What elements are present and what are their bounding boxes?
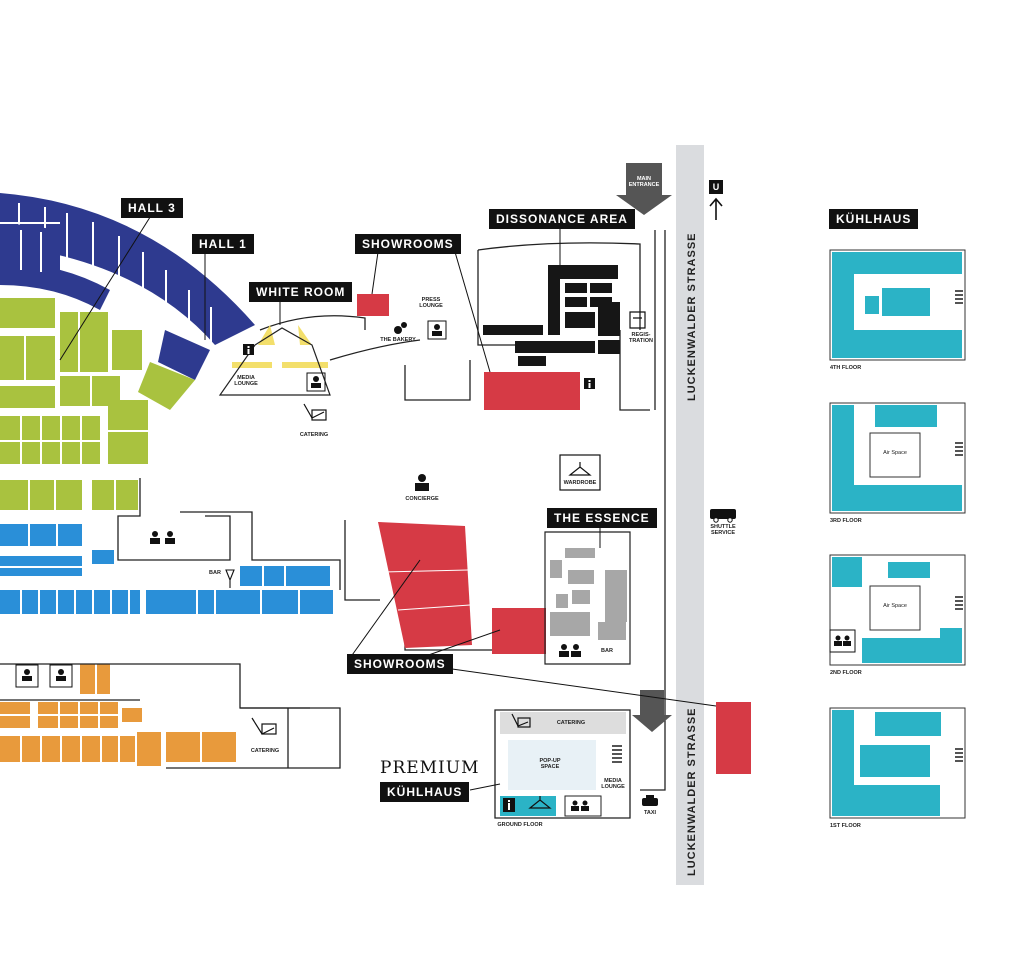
showrooms-red <box>357 294 751 774</box>
shuttle-icon <box>710 509 736 523</box>
person-icon <box>49 664 73 688</box>
essence-area <box>550 548 627 640</box>
air-space-3-label: Air Space <box>883 450 907 456</box>
u-bahn-sign-bg <box>709 180 723 194</box>
floor-2-label: 2ND FLOOR <box>830 670 862 676</box>
kuhlhaus-ground-floor <box>500 712 626 817</box>
catering-icon <box>251 717 277 735</box>
label-the-essence: THE ESSENCE <box>547 508 657 528</box>
hall-green-area <box>0 298 195 510</box>
group-icon <box>829 629 856 653</box>
media-lounge-top-label: MEDIA LOUNGE <box>234 375 258 387</box>
label-hall3: HALL 3 <box>121 198 183 218</box>
label-hall1: HALL 1 <box>192 234 254 254</box>
media-lounge-bottom-label: MEDIA LOUNGE <box>601 778 625 790</box>
building-outlines <box>0 230 666 819</box>
concierge-label: CONCIERGE <box>405 496 439 502</box>
bar-icon <box>225 569 235 588</box>
wardrobe-label: WARDROBE <box>563 480 597 486</box>
catering-icon <box>303 403 327 421</box>
info-icon <box>243 344 254 355</box>
floor-1-label: 1ST FLOOR <box>830 823 861 829</box>
kuhlhaus-2nd-floor <box>829 554 966 666</box>
main-entrance-arrow <box>616 163 672 215</box>
press-lounge-label: PRESS LOUNGE <box>419 297 443 309</box>
ground-floor-label: GROUND FLOOR <box>497 822 543 828</box>
taxi-icon <box>642 795 658 806</box>
registration-label: REGIS-TRATION <box>628 332 654 344</box>
person-icon <box>427 320 447 340</box>
kuhlhaus-1st-floor <box>829 707 966 819</box>
person-icon <box>306 372 326 392</box>
street-name-bottom: LUCKENWALDER STRASSE <box>686 707 698 876</box>
label-kuhlhaus-bottom: KÜHLHAUS <box>380 782 470 802</box>
floor-3-label: 3RD FLOOR <box>830 518 862 524</box>
group-icon <box>559 644 581 657</box>
info-icon <box>584 378 595 389</box>
hall3-area <box>0 193 255 345</box>
kuhlhaus-3rd-floor <box>829 402 966 514</box>
popup-space-label: POP-UP SPACE <box>539 758 561 770</box>
catering-kuhlhaus-label: CATERING <box>556 720 586 726</box>
catering-top-label: CATERING <box>299 432 329 438</box>
u-bahn-arrow-icon <box>709 197 723 220</box>
label-kuhlhaus-top: KÜHLHAUS <box>829 209 919 229</box>
group-icon <box>571 800 589 811</box>
stairs-icon <box>612 745 622 763</box>
air-space-2-label: Air Space <box>883 603 907 609</box>
stairs-icon <box>955 290 963 304</box>
bakery-icon <box>394 322 407 334</box>
premium-logo: PREMIUM <box>380 758 480 778</box>
bar-essence-label: BAR <box>601 648 613 654</box>
info-icon <box>503 798 515 812</box>
floor-4-label: 4TH FLOOR <box>830 365 862 371</box>
kuhlhaus-entrance-arrow <box>632 690 672 732</box>
label-showrooms-bottom: SHOWROOMS <box>347 654 453 674</box>
stairs-icon <box>955 442 963 456</box>
registration-icon <box>629 311 646 329</box>
taxi-label: TAXI <box>643 810 657 816</box>
catering-icon <box>511 713 531 728</box>
main-entrance-label: MAIN ENTRANCE <box>628 176 660 188</box>
hall-blue-area <box>0 524 333 614</box>
stairs-icon <box>955 748 963 762</box>
concierge-icon <box>415 474 429 491</box>
the-bakery-label: THE BAKERY <box>380 337 416 343</box>
hanger-icon <box>528 796 552 809</box>
street-luckenwalder <box>676 145 704 885</box>
label-dissonance-area: DISSONANCE AREA <box>489 209 635 229</box>
label-showrooms-top: SHOWROOMS <box>355 234 461 254</box>
group-icon <box>150 531 175 544</box>
bar-left-label: BAR <box>209 570 221 576</box>
catering-bottom-label: CATERING <box>250 748 280 754</box>
dissonance-area <box>483 265 620 366</box>
stairs-icon <box>955 596 963 610</box>
street-name-top: LUCKENWALDER STRASSE <box>686 232 698 401</box>
kuhlhaus-4th-floor <box>829 249 966 361</box>
shuttle-service-label: SHUTTLE SERVICE <box>710 524 736 536</box>
u-bahn-label: U <box>712 182 720 192</box>
wardrobe-icon <box>559 454 601 491</box>
label-white-room: WHITE ROOM <box>249 282 353 302</box>
person-icon <box>15 664 39 688</box>
